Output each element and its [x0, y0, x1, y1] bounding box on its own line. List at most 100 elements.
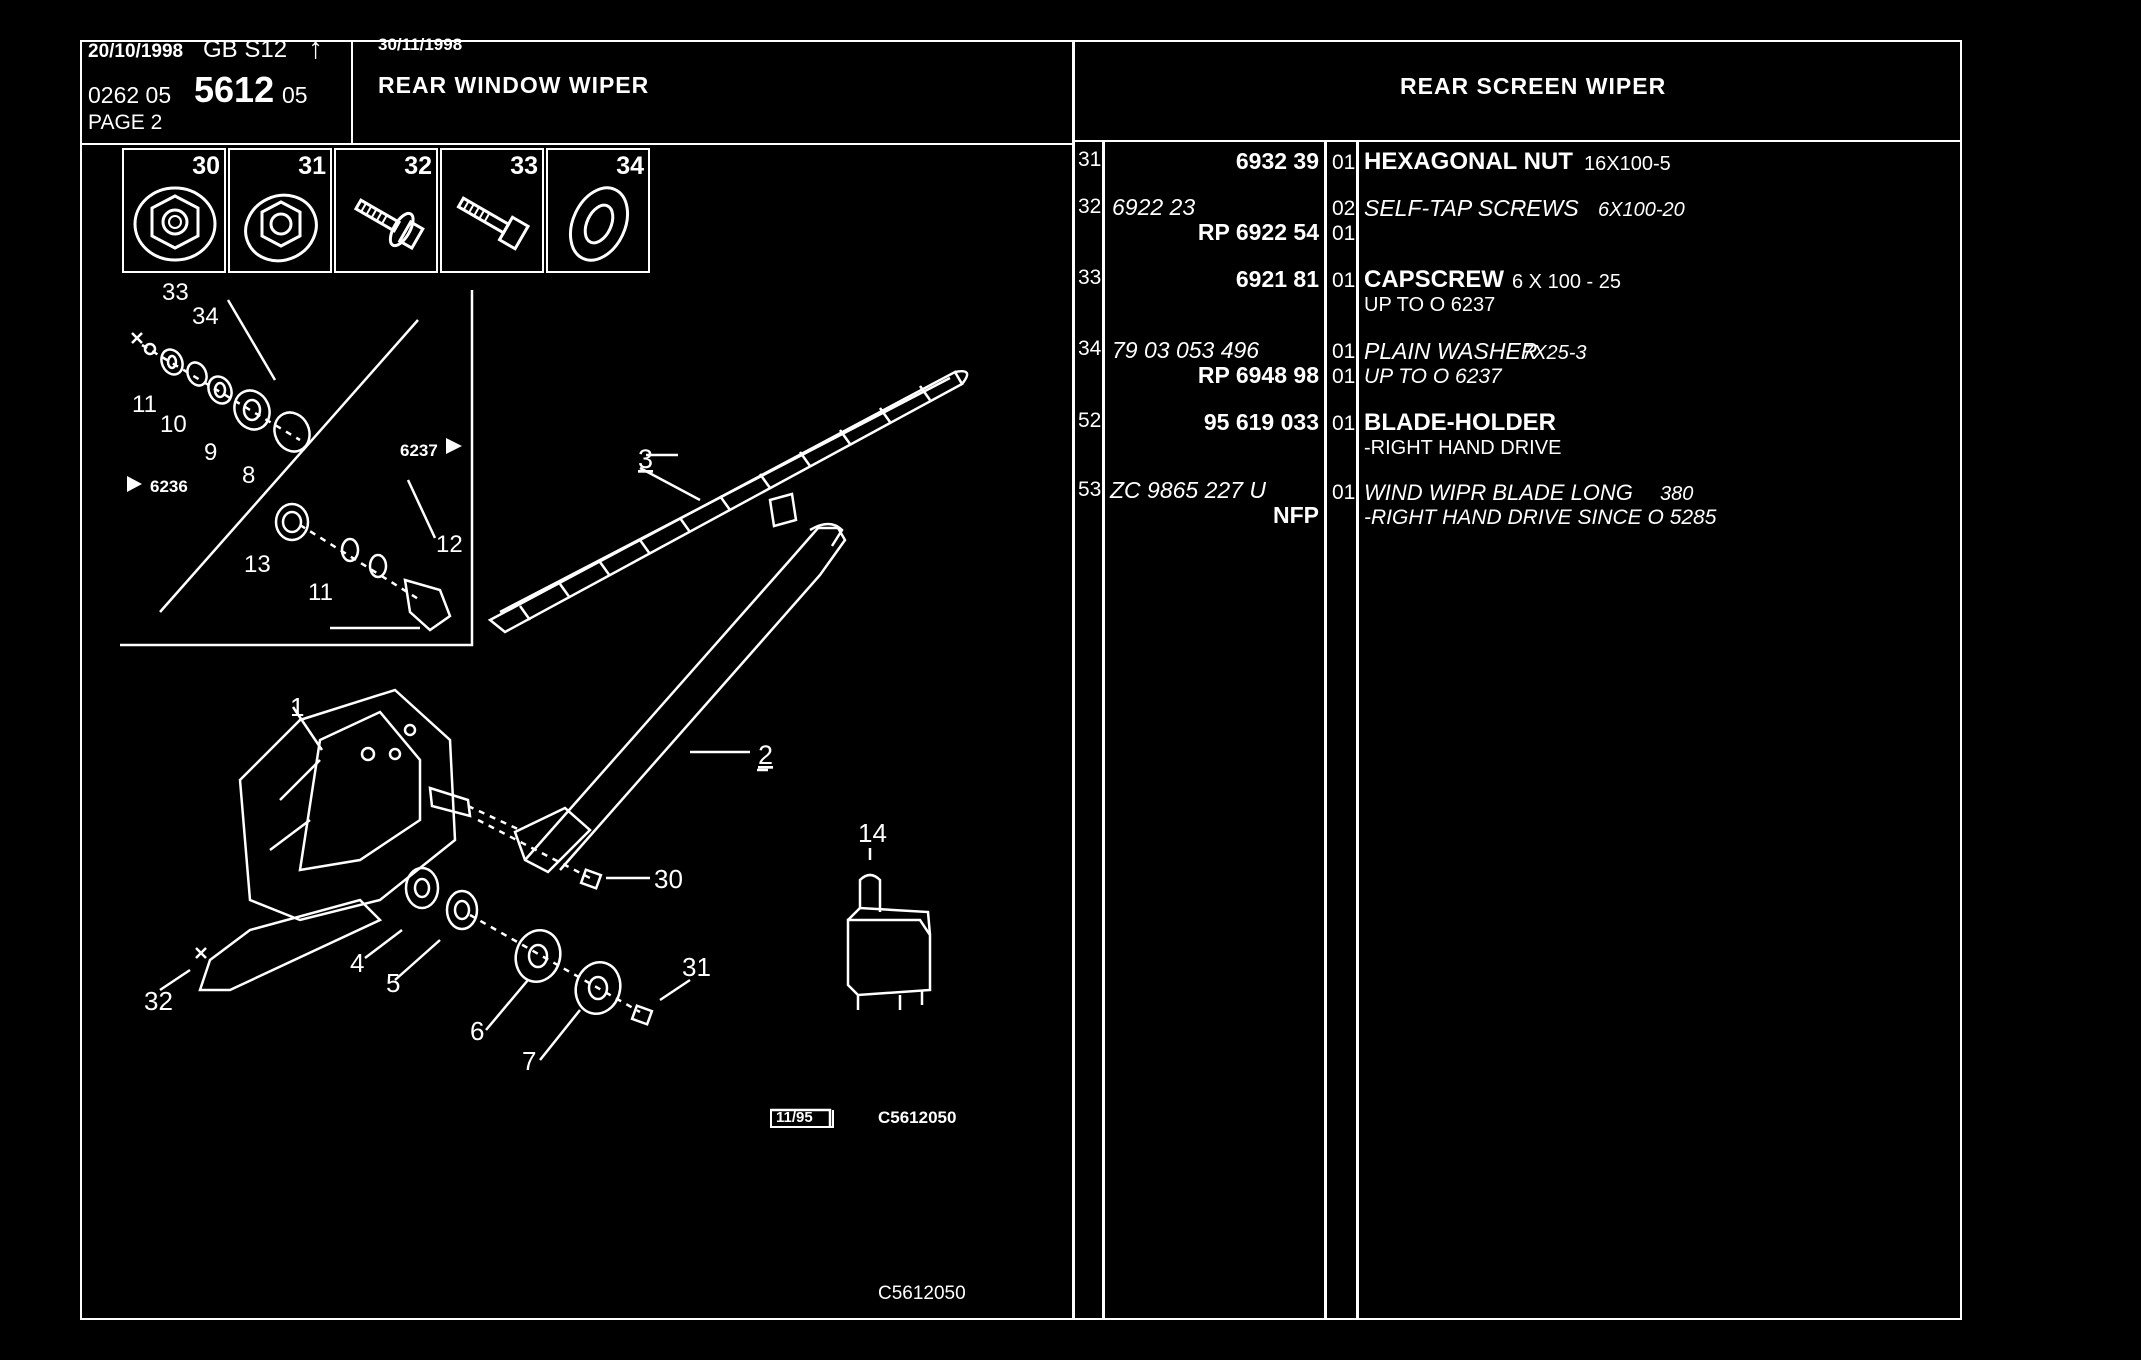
footer-code: C5612050: [878, 1283, 966, 1304]
date-stamp-box: [770, 1110, 834, 1128]
part-number: 6922 23: [1112, 194, 1196, 220]
part-description: CAPSCREW: [1364, 266, 1505, 293]
callout-label: 3: [638, 444, 653, 474]
part-spec: 6 X 100 - 25: [1512, 271, 1621, 293]
part-qty: 01: [1332, 151, 1356, 174]
header-id-divider: [351, 40, 353, 144]
parts-col-line-3: [1356, 140, 1359, 1320]
part-note: UP TO O 6237: [1364, 365, 1502, 388]
part-qty: 01: [1332, 340, 1356, 363]
thumbnail-31: 31: [228, 148, 332, 273]
capscrew-icon: [456, 196, 531, 251]
callout-label: 1: [290, 692, 304, 722]
part-note: -RIGHT HAND DRIVE SINCE O 5285: [1364, 506, 1717, 529]
thumbnail-number: 34: [616, 152, 644, 180]
thumbnail-number: 32: [404, 152, 432, 180]
thumbnail-33: 33: [440, 148, 544, 273]
header-code-main: 5612: [194, 69, 275, 110]
inset-marker-left: 6236: [150, 477, 188, 496]
header-code-prefix: 0262 05: [88, 82, 172, 108]
inset-label: 10: [160, 411, 187, 438]
part-qty: 01: [1332, 481, 1356, 504]
part-description: SELF-TAP SCREWS: [1364, 195, 1579, 221]
part-number: RP 6948 98: [1197, 362, 1319, 388]
part-qty: 02: [1332, 197, 1356, 220]
parts-ref: 32: [1078, 195, 1102, 218]
diagram-ref-code: C5612050: [878, 1108, 957, 1127]
part-number: RP 6922 54: [1197, 219, 1319, 245]
part-qty: 01: [1332, 269, 1356, 292]
callout-label: 32: [144, 986, 173, 1016]
header-page-label: PAGE 2: [88, 111, 163, 134]
title-right: REAR SCREEN WIPER: [1400, 73, 1667, 99]
part-number: 6921 81: [1235, 266, 1319, 292]
title-left: REAR WINDOW WIPER: [378, 72, 650, 98]
parts-col-line-1: [1102, 140, 1105, 1320]
callout-label: 5: [386, 968, 400, 998]
part-spec: 7X25-3: [1522, 342, 1587, 364]
callout-label: 31: [682, 952, 711, 982]
part-number: 79 03 053 496: [1112, 337, 1260, 363]
header-date-right: 30/11/1998: [378, 35, 463, 54]
part-number: 6932 39: [1235, 148, 1319, 174]
part-number: ZC 9865 227 U: [1110, 477, 1266, 503]
part-qty: 01: [1332, 412, 1356, 435]
part-qty: 01: [1332, 222, 1356, 245]
inset-label: 13: [244, 551, 271, 578]
callout-label: 2: [758, 740, 773, 770]
inset-label: 12: [436, 531, 463, 558]
part-description: HEXAGONAL NUT: [1364, 148, 1573, 175]
inset-label: 33: [162, 279, 189, 306]
parts-col-line-2: [1324, 140, 1327, 1320]
inset-label: 8: [242, 462, 255, 489]
thumbnail-number: 31: [298, 152, 326, 180]
thumbnail-number: 30: [192, 152, 220, 180]
callout-label: 30: [654, 864, 683, 894]
thumbnail-32: 32: [334, 148, 438, 273]
thumbnail-34: 34: [546, 148, 650, 273]
part-note: -RIGHT HAND DRIVE: [1364, 437, 1562, 459]
header-bottom-line-right: [1074, 140, 1962, 142]
header-code-suffix: 05: [282, 82, 308, 108]
inset-marker-right: 6237: [400, 441, 438, 460]
plain-washer-icon: [568, 186, 630, 262]
flange-nut-icon: [244, 193, 318, 263]
marker-arrow-left-icon: [127, 476, 142, 492]
header-date-left: 20/10/1998: [88, 41, 184, 62]
self-tap-screw-icon: [353, 198, 425, 251]
parts-ref: 34: [1078, 337, 1102, 360]
callout-label: 7: [522, 1046, 536, 1076]
parts-ref: 53: [1078, 478, 1102, 501]
inset-label: 9: [204, 439, 217, 466]
callout-label: 6: [470, 1016, 484, 1046]
marker-arrow-right-icon: [446, 438, 462, 454]
header-bottom-line-left: [80, 143, 1072, 145]
part-number: 95 619 033: [1203, 409, 1319, 435]
parts-ref: 52: [1078, 409, 1102, 432]
inset-label: 11: [308, 579, 333, 606]
parts-ref: 31: [1078, 148, 1102, 171]
date-stamp: 11/95: [776, 1109, 813, 1126]
up-arrow-icon: ↑: [308, 32, 323, 65]
center-divider: [1072, 40, 1075, 1320]
part-spec: 380: [1660, 483, 1694, 505]
part-description: PLAIN WASHER: [1364, 338, 1538, 364]
thumbnail-number: 33: [510, 152, 538, 180]
thumbnail-30: 30: [122, 148, 226, 273]
outer-frame: [80, 40, 1962, 1320]
header-market-code: GB S12: [203, 36, 288, 63]
part-spec: 6X100-20: [1598, 199, 1685, 221]
inset-label: 34: [192, 303, 219, 330]
inset-label: 11: [132, 391, 157, 418]
callout-label: 4: [350, 948, 364, 978]
hex-nut-icon: [133, 186, 217, 262]
part-qty: 01: [1332, 365, 1356, 388]
part-note: UP TO O 6237: [1364, 294, 1496, 316]
part-number: NFP: [1273, 502, 1319, 528]
part-description: WIND WIPR BLADE LONG: [1364, 480, 1633, 505]
part-description: BLADE-HOLDER: [1364, 409, 1556, 436]
exploded-diagram: 33 34 11 10 9 8 13 11 12 6236 6237 3 1 2…: [120, 279, 969, 1128]
parts-ref: 33: [1078, 266, 1102, 289]
part-spec: 16X100-5: [1584, 153, 1671, 175]
callout-label: 14: [858, 818, 887, 848]
